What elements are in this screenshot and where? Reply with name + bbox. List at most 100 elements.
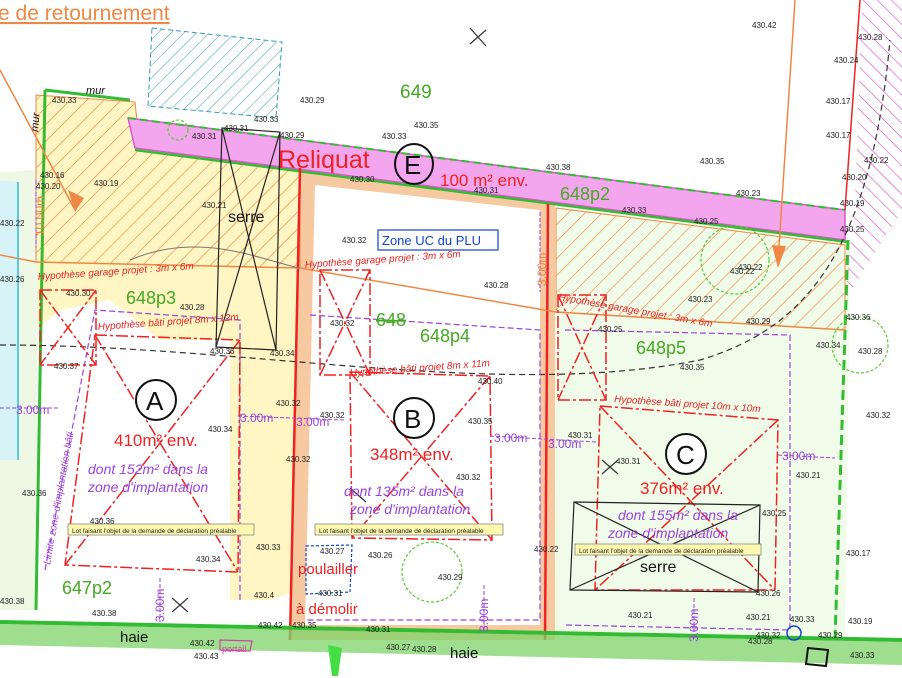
elevation: 430.32 — [320, 411, 345, 420]
elevation: 430.33 — [790, 615, 815, 624]
lot-b-area: 348m² env. — [370, 445, 454, 464]
elevation: 430.25 — [840, 225, 865, 234]
hatch-pink-strip — [845, 0, 902, 300]
elevation: 430.31 — [474, 186, 499, 195]
parcel-648p2: 648p2 — [560, 184, 610, 204]
elevation: 430.40 — [478, 377, 503, 386]
lot-c-note-2: zone d'implantation — [607, 525, 728, 541]
zone-uc-label: Zone UC du PLU — [382, 233, 481, 248]
elevation: 430.25 — [694, 217, 719, 226]
elevation: 430.34 — [208, 425, 233, 434]
elevation: 430.16 — [40, 171, 65, 180]
declaration-box-c — [574, 543, 762, 556]
parcel-648p3: 648p3 — [126, 288, 176, 308]
elevation: 430.32 — [866, 411, 891, 420]
parcel-648p4: 648p4 — [420, 326, 470, 346]
haie-mid: haie — [450, 645, 478, 662]
tree-1 — [700, 225, 770, 295]
parcel-647p2: 647p2 — [62, 578, 112, 598]
elevation: 430.36 — [210, 347, 235, 356]
boundary-b-right — [543, 203, 550, 641]
lot-a-note-1: dont 152m² dans la — [88, 461, 208, 477]
elevation: 430.35 — [680, 363, 705, 372]
lot-c-note-1: dont 155m² dans la — [618, 507, 738, 523]
elevation: 430.19 — [840, 199, 865, 208]
mur-label-side: mur — [29, 111, 43, 132]
elevation: 430.28 — [858, 33, 883, 42]
lot-b-letter: B — [404, 404, 421, 434]
elevation: 430.25 — [762, 509, 787, 518]
elevation: 430.26 — [0, 275, 25, 284]
elevation: 430.29 — [300, 96, 325, 105]
elevation: 430.42 — [752, 21, 777, 30]
boundary-west — [34, 89, 47, 611]
elevation: 430.25 — [598, 325, 623, 334]
declaration-c: Lot faisant l'objet de la demande de déc… — [579, 548, 744, 555]
lot-b-note-1: dont 135m² dans la — [344, 483, 464, 499]
elevation: 430.33 — [622, 206, 647, 215]
elevation: 430.29 — [280, 131, 305, 140]
dist-a-b-2: 3.00m — [296, 415, 329, 429]
a-demolir-label: à démolir — [296, 601, 358, 618]
elevation: 430.33 — [256, 543, 281, 552]
elevation: 430.17 — [826, 131, 851, 140]
dist-a-b: 3.00m — [240, 411, 273, 425]
boundary-b-left — [288, 167, 302, 641]
elevation: 430.42 — [190, 639, 215, 648]
elevation: 430.17 — [846, 549, 871, 558]
elevation: 430.20 — [36, 182, 61, 191]
dist-vert-a: 3.00m — [153, 589, 167, 622]
lot-a-letter: A — [146, 386, 164, 416]
dist-b-c-2: 3.00m — [548, 437, 581, 451]
elevation: 430.37 — [54, 362, 79, 371]
parcel-649: 649 — [400, 82, 432, 103]
elevation: 430.35 — [414, 121, 439, 130]
elevation: 430.33 — [382, 132, 407, 141]
parcel-648p5: 648p5 — [636, 338, 686, 358]
dist-b-c: 3.00m — [494, 431, 527, 445]
lot-c-area: 376m² env. — [640, 479, 724, 498]
elevation: 430.28 — [180, 303, 205, 312]
trees — [167, 119, 889, 603]
elevation: 430.36 — [22, 489, 47, 498]
arrow-top-left — [0, 69, 76, 211]
serre-label-c: serre — [640, 559, 677, 576]
elevation: 430.22 — [534, 545, 559, 554]
dist-left: 3.00m — [16, 403, 49, 417]
elevation: 430.34 — [196, 555, 221, 564]
hatch-blue-area — [147, 27, 283, 119]
elevation: 430.43 — [194, 652, 219, 661]
elevation: 430.22 — [864, 156, 889, 165]
arrow-head-left — [68, 190, 84, 212]
elevation: 430.21 — [746, 613, 771, 622]
elevation: 430.31 — [318, 589, 343, 598]
road-line-2 — [844, 0, 861, 211]
elevation: 430.31 — [366, 625, 391, 634]
elevation: 430.21 — [628, 611, 653, 620]
elevation: 430.32 — [286, 455, 311, 464]
tree-4 — [167, 119, 189, 141]
elevation: 430.28 — [412, 645, 437, 654]
road-line-1 — [777, 0, 796, 263]
elevation: 430.42 — [258, 621, 283, 630]
elevation: 430.31 — [568, 431, 593, 440]
elevation: 430.33 — [850, 651, 875, 660]
elevation: 430.30 — [66, 289, 91, 298]
hedge-band — [0, 624, 902, 665]
elevation: 430.30 — [350, 175, 375, 184]
elevation: 430.26 — [756, 589, 781, 598]
elevation: 430.19 — [848, 617, 873, 626]
elevation: 430.28 — [484, 281, 509, 290]
lot-b-note-2: zone d'implantation — [349, 501, 470, 517]
elevation: 430.27 — [320, 547, 345, 556]
elevation: 430.31 — [192, 132, 217, 141]
parcel-648: 648 — [376, 310, 406, 330]
elevation: 430.35 — [468, 417, 493, 426]
elevation: 430.32 — [756, 631, 781, 640]
elevation: 430.23 — [688, 295, 713, 304]
poulailler-label: poulailler — [298, 561, 358, 578]
elevation: 430.38 — [546, 163, 571, 172]
elevation: 430.35 — [700, 157, 725, 166]
limite-zone-label: Limite zone d'implantation bâti — [42, 431, 76, 566]
zone-cyan-left — [0, 180, 18, 460]
